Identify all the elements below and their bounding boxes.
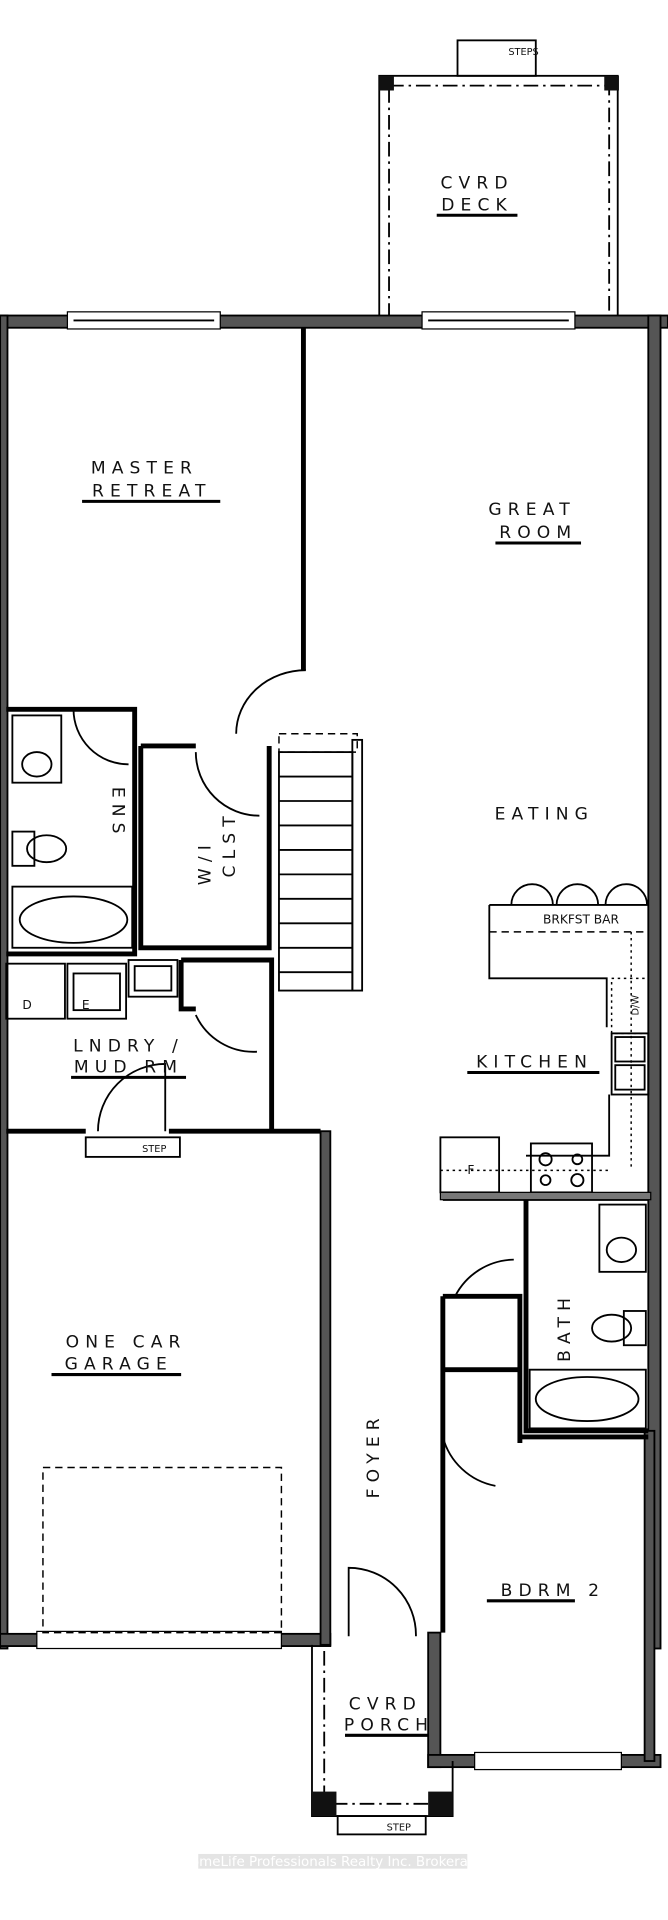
bath-label: BATH <box>555 1292 575 1362</box>
ensuite-label: ENS <box>108 787 128 840</box>
great-room-label-2: ROOM <box>499 523 577 543</box>
porch-label-2: PORCH <box>344 1715 434 1735</box>
laundry-label-1: LNDRY / <box>73 1037 184 1057</box>
dishwasher-label: D/W <box>631 995 642 1016</box>
brkfst-bar-label: BRKFST BAR <box>543 912 620 926</box>
garage-label-1: ONE CAR <box>66 1333 187 1353</box>
deck-steps-label: STEPS <box>508 47 538 58</box>
ensuite-fixtures <box>11 714 134 949</box>
master-label-1: MASTER <box>91 458 198 478</box>
bedroom2-label: BDRM 2 <box>501 1581 606 1601</box>
watermark: HomeLife Professionals Realty Inc. Broke… <box>181 1855 485 1870</box>
porch-label-1: CVRD <box>349 1695 422 1715</box>
garage-label-2: GARAGE <box>65 1355 173 1375</box>
deck-label-1: CVRD <box>440 173 513 193</box>
kitchen-label: KITCHEN <box>476 1053 593 1073</box>
washer-label: E <box>82 998 90 1012</box>
laundry-fixtures: D E <box>5 959 179 1020</box>
closet-label-2: CLST <box>220 810 240 877</box>
eating-label: EATING <box>495 804 594 824</box>
great-room-label-1: GREAT <box>488 500 575 520</box>
laundry-step-label: STEP <box>142 1144 166 1155</box>
covered-porch: STEP <box>311 1644 454 1836</box>
kitchen-fixtures: BRKFST BAR D/W F <box>439 883 652 1201</box>
garage-door-outline <box>42 1466 283 1634</box>
foyer-label: FOYER <box>364 1412 384 1498</box>
exterior-walls <box>0 311 668 1771</box>
bath-fixtures <box>528 1203 647 1430</box>
deck-label-2: DECK <box>441 195 513 215</box>
laundry-label-2: MUD RM <box>74 1058 183 1078</box>
fridge-label: F <box>467 1163 474 1177</box>
staircase <box>278 733 364 992</box>
deck-steps <box>456 39 537 77</box>
closet-label-1: W/I <box>195 839 215 885</box>
covered-deck: STEPS CVRD DECK <box>378 39 619 319</box>
master-label-2: RETREAT <box>92 482 211 502</box>
dryer-label: D <box>22 998 31 1012</box>
porch-step-label: STEP <box>387 1823 411 1834</box>
